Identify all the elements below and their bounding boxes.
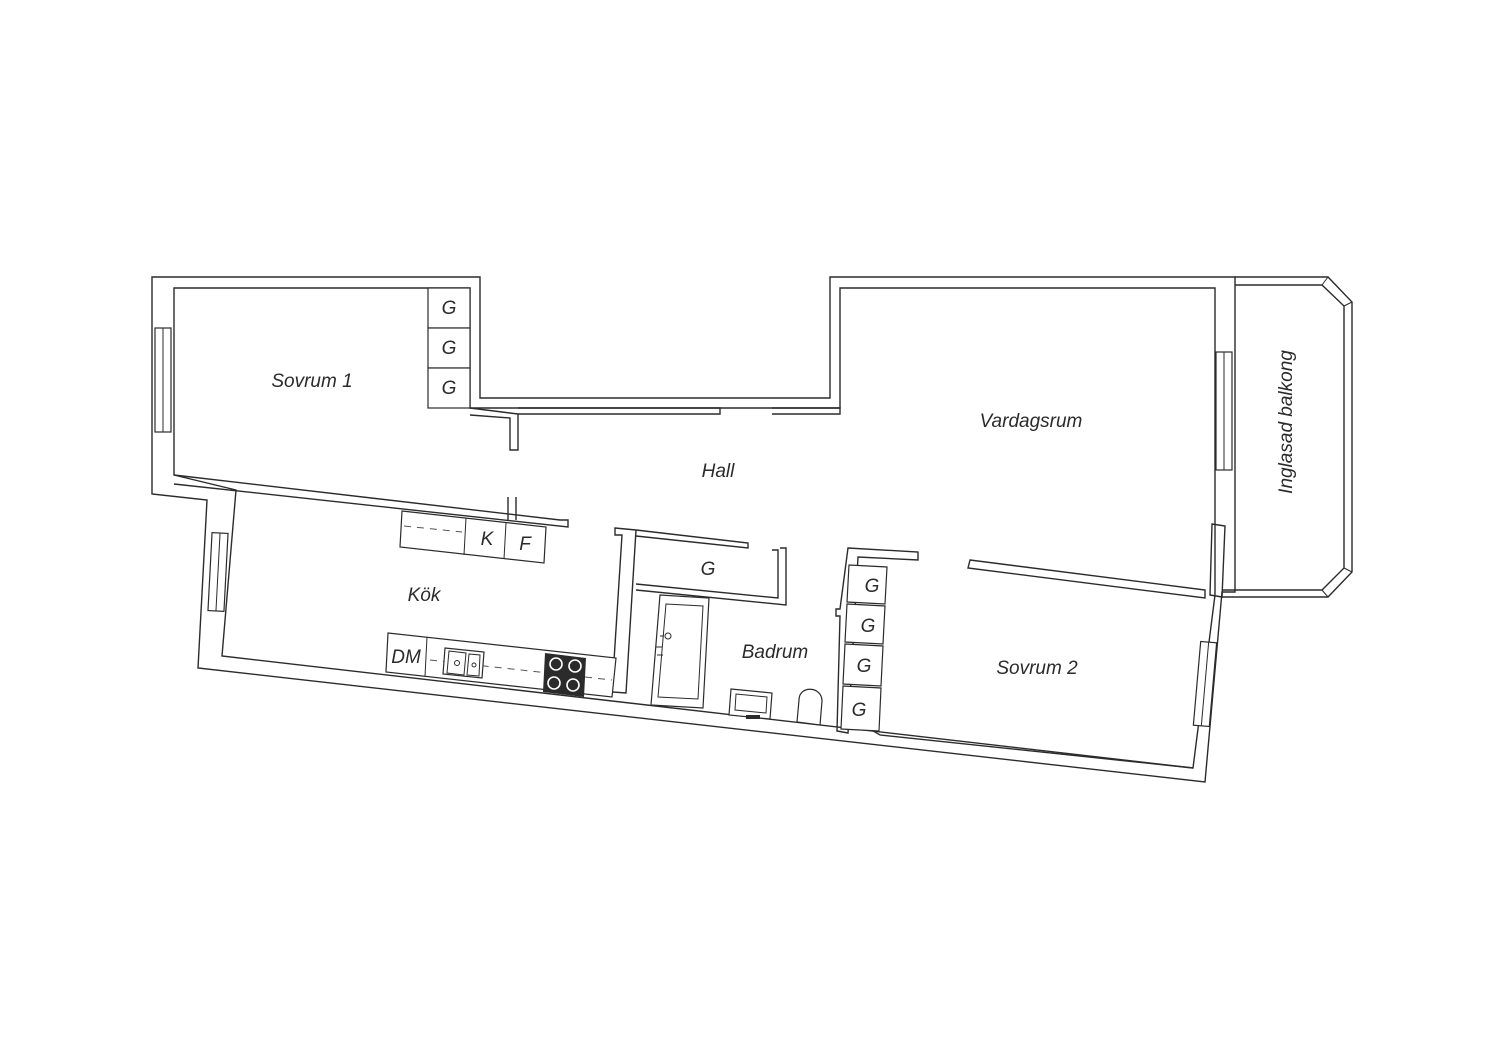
room-label-hall: Hall (702, 461, 736, 482)
sink-icon (442, 647, 485, 679)
shower-icon (650, 594, 710, 709)
kitchen-fridge-counter (399, 510, 547, 564)
room-label-sovrum1: Sovrum 1 (271, 371, 352, 392)
hob-icon (543, 653, 586, 697)
room-label-balkong: Inglasad balkong (1276, 350, 1297, 494)
wardrobe-label: G (852, 700, 867, 721)
wardrobe-label: G (442, 298, 457, 319)
bathroom-fixtures (650, 594, 823, 726)
freezer-label: F (519, 534, 532, 555)
kitchen-lower-counter (385, 632, 617, 698)
glazed-balcony (1222, 276, 1353, 598)
room-label-kok: Kök (408, 585, 442, 606)
room-label-sovrum2: Sovrum 2 (996, 658, 1078, 679)
wardrobes-sovrum2 (840, 564, 888, 732)
room-label-badrum: Badrum (742, 642, 809, 663)
wardrobe-label: G (442, 378, 457, 399)
wardrobe-label: G (861, 616, 876, 637)
wardrobe-label: G (865, 576, 880, 597)
wardrobe-label: G (701, 559, 716, 580)
wardrobes-sovrum1 (427, 287, 471, 409)
wardrobe-label: G (442, 338, 457, 359)
interior-walls (173, 407, 1226, 769)
wardrobe-label: G (857, 656, 872, 677)
toilet-icon (796, 688, 823, 726)
fridge-label: K (481, 529, 495, 550)
dishwasher-label: DM (391, 647, 421, 668)
room-label-vardagsrum: Vardagsrum (980, 411, 1083, 432)
windows (154, 327, 1233, 728)
